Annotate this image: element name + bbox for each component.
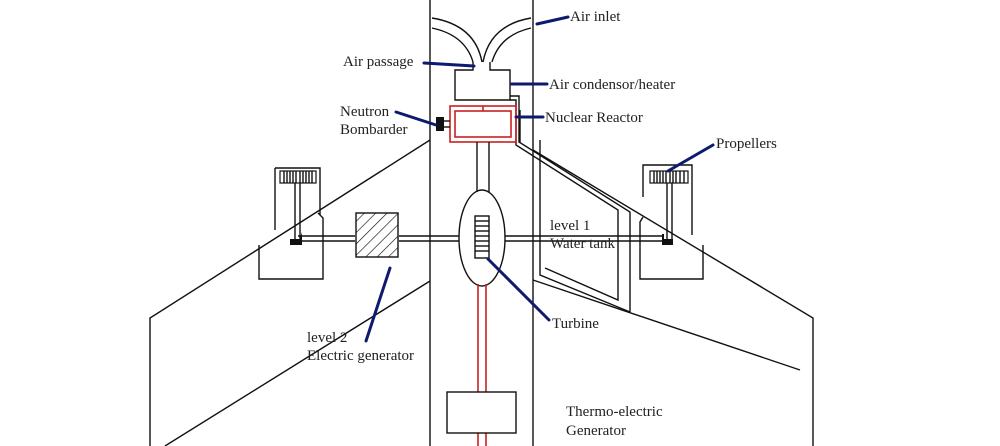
air-inlet-ducts [431,17,532,63]
labels: Air inlet Air passage Air condensor/heat… [307,9,777,439]
label-water-tank-line2: Water tank [550,236,616,252]
left-propeller-blades [283,171,313,183]
label-neutron-line2: Bombarder [340,122,407,138]
neutron-bombarder [436,117,450,131]
label-thermo-line2: Generator [566,423,626,439]
label-thermo-line1: Thermo-electric [566,404,663,420]
label-nuclear-reactor: Nuclear Reactor [545,110,643,126]
nuclear-reactor [449,105,517,143]
condensor-pipes [510,95,631,314]
electric-generator [355,212,399,258]
label-water-tank-line1: level 1 [550,218,590,234]
turbine-blades [475,220,489,252]
right-propeller-nacelle [639,164,704,280]
label-neutron-line1: Neutron [340,104,390,120]
label-electric-gen-line2: Electric generator [307,348,414,364]
left-wing [149,139,431,446]
leader-lines [364,15,715,343]
label-turbine: Turbine [552,316,599,332]
label-air-inlet: Air inlet [570,9,621,25]
turbine-housing [458,189,506,287]
label-propellers: Propellers [716,136,777,152]
label-electric-gen-line1: level 2 [307,330,347,346]
right-wing [532,149,814,446]
reactor-turbine-pipe [476,142,490,192]
right-propeller-blades [653,171,685,183]
fuselage [429,0,534,446]
drive-shaft [298,235,663,242]
air-condensor-heater [454,62,511,101]
left-propeller-nacelle [258,167,324,280]
label-air-condensor: Air condensor/heater [549,77,675,93]
thermo-electric-generator [446,391,517,434]
label-air-passage: Air passage [343,54,414,70]
